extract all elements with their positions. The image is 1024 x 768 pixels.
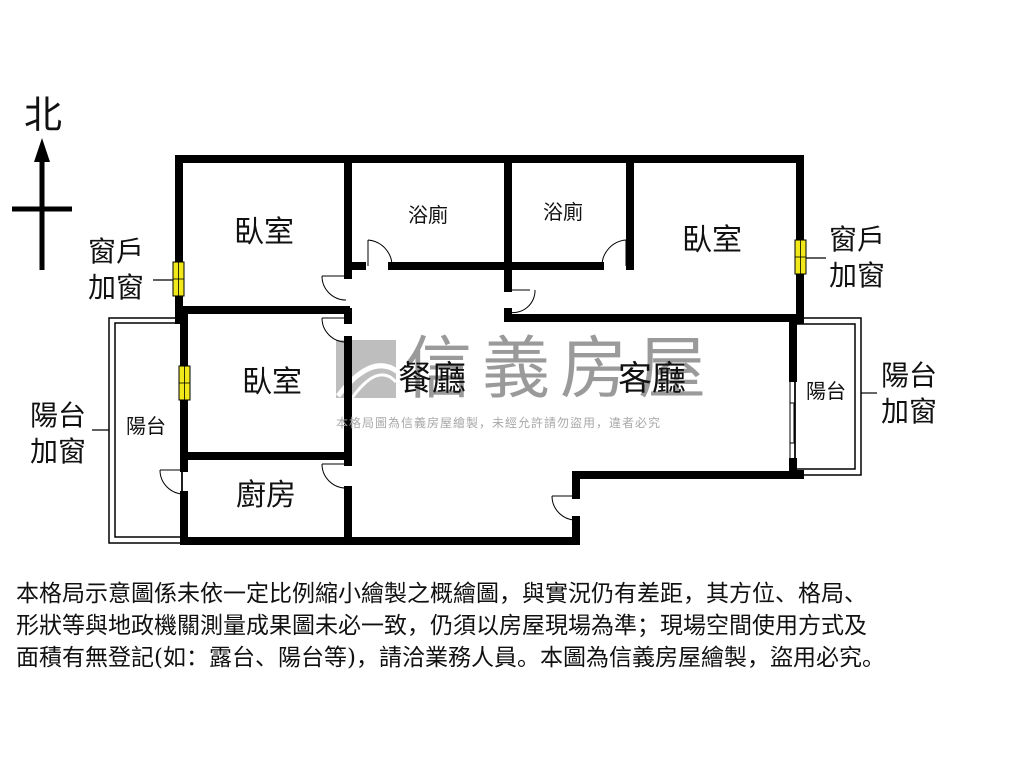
watermark-brand: 信義房屋 xyxy=(404,330,717,409)
disclaimer-text: 本格局示意圖係未依一定比例縮小繪製之概繪圖，與實況仍有差距，其方位、格局、 形狀… xyxy=(16,578,1016,674)
compass-north-label: 北 xyxy=(24,93,63,137)
annotation-line: 加窗 xyxy=(881,395,938,428)
room-label-balcony-e: 陽台 xyxy=(806,379,846,403)
annotation-balcony-right: 陽台 加窗 xyxy=(881,358,937,430)
window-icon xyxy=(178,365,191,401)
room-label-kitchen: 廚房 xyxy=(236,478,296,513)
room-label-bedroom-w: 臥室 xyxy=(242,365,302,400)
annotation-line: 陽台 xyxy=(30,399,87,432)
room-label-balcony-w: 陽台 xyxy=(126,414,166,438)
annotation-window-right: 窗戶 加窗 xyxy=(829,222,885,294)
north-arrow-icon xyxy=(12,138,72,270)
annotation-balcony-left: 陽台 加窗 xyxy=(30,398,86,470)
sliding-door-icon xyxy=(789,380,795,460)
annotation-line: 加窗 xyxy=(829,259,886,292)
leader-lines xyxy=(92,257,877,431)
door-swing-icons xyxy=(159,239,627,521)
annotation-line: 加窗 xyxy=(30,435,87,468)
watermark-notice: 本格局圖為信義房屋繪製，未經允許請勿盜用，違者必究 xyxy=(336,416,662,430)
annotation-line: 加窗 xyxy=(88,271,145,304)
walls xyxy=(175,155,804,545)
annotation-line: 窗戶 xyxy=(88,235,145,268)
room-label-living: 客廳 xyxy=(618,359,686,399)
window-icon xyxy=(794,239,807,275)
balcony-east-outline xyxy=(794,317,862,476)
disclaimer-line: 本格局示意圖係未依一定比例縮小繪製之概繪圖，與實況仍有差距，其方位、格局、 xyxy=(16,581,867,607)
room-label-bedroom-nw: 臥室 xyxy=(234,215,294,250)
annotation-line: 陽台 xyxy=(881,359,938,392)
room-label-bedroom-ne: 臥室 xyxy=(682,223,742,258)
annotation-line: 窗戶 xyxy=(829,223,886,256)
window-icon xyxy=(172,261,185,297)
room-label-bathroom-1: 浴廁 xyxy=(408,203,448,227)
disclaimer-line: 形狀等與地政機關測量成果圖未必一致，仍須以房屋現場為準；現場空間使用方式及 xyxy=(16,613,867,639)
annotation-window-left: 窗戶 加窗 xyxy=(88,234,144,306)
room-label-bathroom-2: 浴廁 xyxy=(543,200,583,224)
room-label-dining: 餐廳 xyxy=(398,359,466,399)
disclaimer-line: 面積有無登記(如：露台、陽台等)，請洽業務人員。本圖為信義房屋繪製，盜用必究。 xyxy=(16,645,885,671)
